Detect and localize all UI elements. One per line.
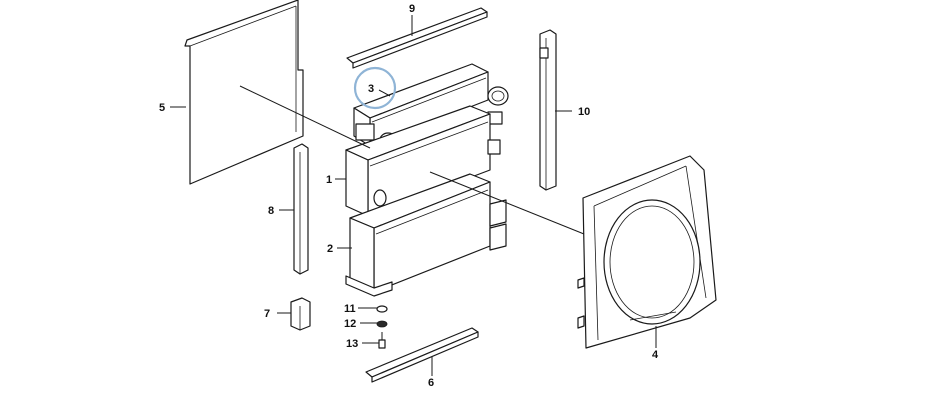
part-5-panel [184, 0, 304, 185]
callout-12: 12 [344, 318, 356, 330]
callout-5: 5 [159, 102, 165, 114]
callout-3: 3 [368, 83, 374, 95]
callout-7: 7 [264, 308, 270, 320]
hardware-washer-nut-bolt [376, 305, 388, 349]
part-4-fan-shroud [577, 155, 717, 349]
callout-4: 4 [652, 349, 659, 361]
part-9-seal-strip [346, 7, 488, 69]
callout-13: 13 [346, 338, 358, 350]
part-6-seal-strip [365, 327, 479, 383]
callout-3-highlight-ring [353, 66, 397, 110]
leader-lines [170, 15, 657, 376]
part-1-radiator [345, 105, 501, 217]
part-2-lower-cooler [345, 173, 507, 297]
part-8-vertical-bar [293, 143, 309, 275]
callout-8: 8 [268, 205, 274, 217]
callout-6: 6 [428, 377, 434, 389]
callout-2: 2 [327, 243, 333, 255]
callout-9: 9 [409, 3, 415, 15]
callout-1: 1 [326, 174, 332, 186]
callout-10: 10 [578, 106, 590, 118]
part-7-block [290, 297, 311, 331]
callout-11: 11 [344, 303, 356, 315]
part-10-vertical-bar [539, 29, 557, 191]
